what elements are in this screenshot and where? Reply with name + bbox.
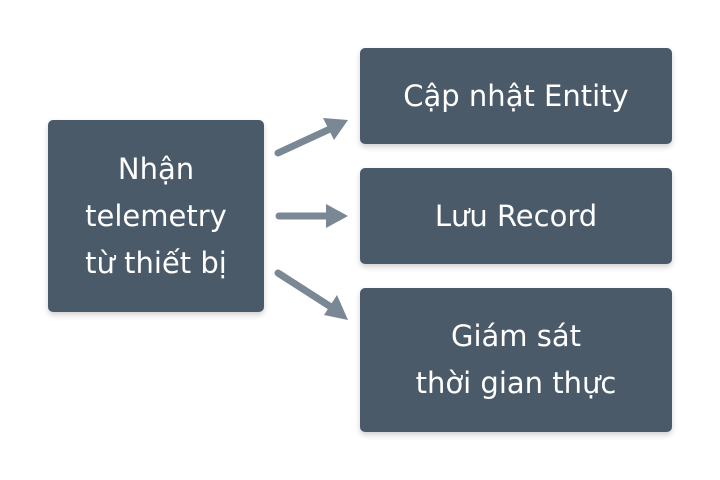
target-node-label: Giám sát thời gian thực [415,319,617,400]
target-node-label: Lưu Record [434,198,598,233]
arrow-to-save-record [275,204,348,228]
target-node-save-record: Lưu Record [360,168,672,264]
target-node-update-entity: Cập nhật Entity [360,48,672,144]
source-node: Nhận telemetry từ thiết bị [48,120,264,312]
target-node-realtime-monitoring: Giám sát thời gian thực [360,288,672,432]
arrow-to-update-entity [274,118,348,157]
arrow-to-realtime-monitoring [274,269,348,320]
source-node-label: Nhận telemetry từ thiết bị [85,151,227,280]
target-node-label: Cập nhật Entity [403,78,629,113]
